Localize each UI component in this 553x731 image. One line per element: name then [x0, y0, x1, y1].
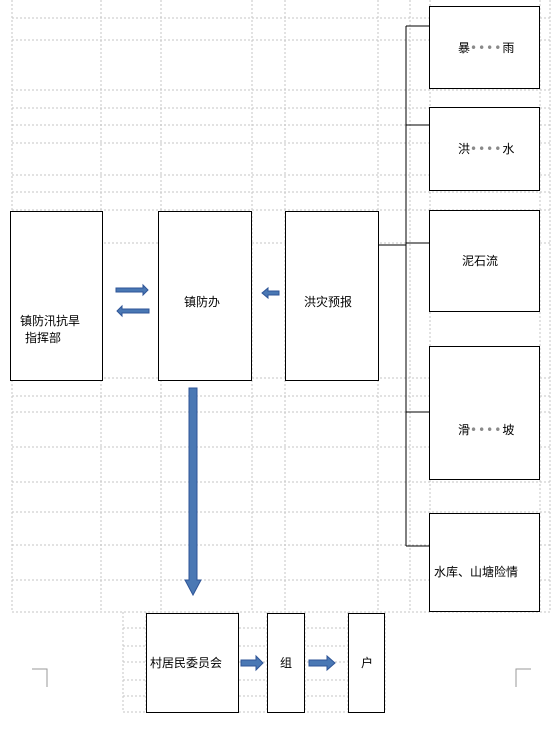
rainstorm-label-right: 雨 [502, 41, 515, 55]
hq-box: 镇防汛抗旱 指挥部 [10, 211, 103, 381]
flood-label-left: 洪 [458, 142, 471, 156]
landslide-label-right: 坡 [502, 423, 515, 437]
rainstorm-label-left: 暴 [458, 41, 471, 55]
rainstorm-box: 暴••••雨 [429, 6, 540, 89]
hq-label-line2: 指挥部 [25, 331, 62, 345]
village-committee-box: 村居民委员会 [146, 613, 239, 713]
landslide-label: 滑••••坡 [458, 422, 514, 438]
forecast-box: 洪灾预报 [285, 211, 379, 381]
household-label: 户 [361, 656, 374, 670]
village-committee-label: 村居民委员会 [150, 656, 223, 670]
reservoir-box: 水库、山塘险情 [429, 513, 540, 612]
office-label: 镇防办 [184, 295, 221, 309]
landslide-dots: •••• [470, 423, 503, 437]
debris-flow-box: 泥石流 [429, 210, 540, 312]
household-box: 户 [348, 613, 385, 713]
flood-label: 洪••••水 [458, 141, 514, 157]
hq-label-line1: 镇防汛抗旱 [20, 314, 81, 328]
flood-box: 洪••••水 [429, 107, 540, 191]
debris-flow-label: 泥石流 [462, 254, 499, 268]
landslide-box: 滑••••坡 [429, 346, 540, 480]
group-box: 组 [267, 613, 305, 713]
rainstorm-dots: •••• [470, 41, 503, 55]
forecast-label: 洪灾预报 [304, 295, 353, 309]
landslide-label-left: 滑 [458, 423, 471, 437]
reservoir-label: 水库、山塘险情 [434, 565, 519, 579]
rainstorm-label: 暴••••雨 [458, 40, 514, 56]
flood-label-right: 水 [502, 142, 515, 156]
office-box: 镇防办 [158, 211, 252, 381]
group-label: 组 [280, 656, 293, 670]
flood-dots: •••• [470, 142, 503, 156]
